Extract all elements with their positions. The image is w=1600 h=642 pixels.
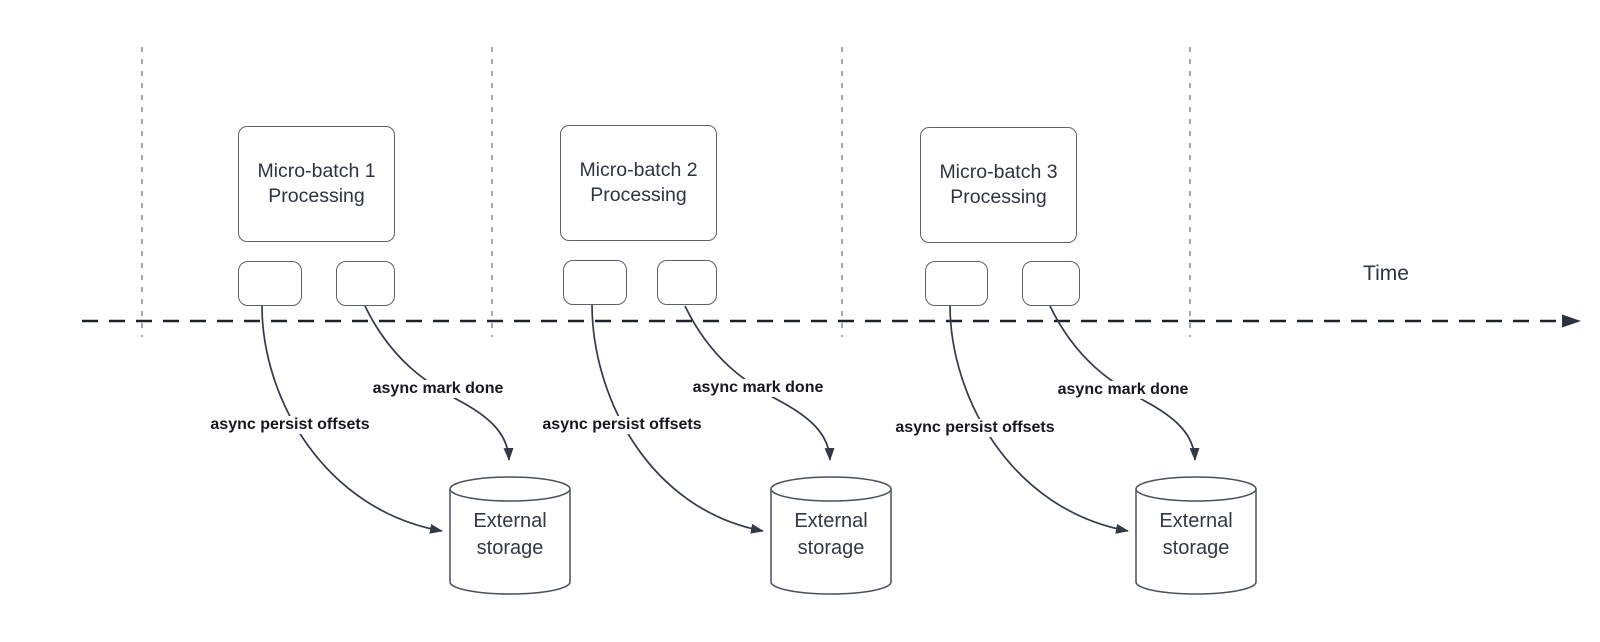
- external-storage-label-2-line1: External: [794, 510, 868, 532]
- micro-batch-2-title-line2: Processing: [590, 184, 687, 206]
- time-axis-label: Time: [1363, 262, 1409, 285]
- persist-offsets-label-1: async persist offsets: [207, 416, 373, 434]
- external-storage-label-1: External storage: [450, 508, 570, 562]
- micro-batch-2-title-line1: Micro-batch 2: [579, 159, 698, 181]
- persist-offsets-arrow-3: [949, 304, 1129, 534]
- persist-offsets-label-3: async persist offsets: [892, 419, 1058, 437]
- done-task-box-3: [1022, 261, 1080, 306]
- mark-done-arrow-3: [1049, 305, 1200, 461]
- offset-task-box-1: [238, 261, 302, 306]
- micro-batch-3-box: Micro-batch 3 Processing: [920, 127, 1077, 243]
- persist-offsets-arrow-2: [591, 303, 764, 534]
- external-storage-label-2: External storage: [771, 508, 891, 562]
- micro-batch-1-title-line1: Micro-batch 1: [257, 160, 376, 182]
- external-storage-cylinder-3: [1135, 476, 1257, 595]
- persist-offsets-label-2: async persist offsets: [539, 416, 705, 434]
- micro-batch-3-title-line2: Processing: [950, 186, 1047, 208]
- time-axis-arrowhead-icon: [1562, 314, 1581, 328]
- external-storage-label-1-line2: storage: [476, 537, 544, 559]
- mark-done-label-2: async mark done: [689, 379, 827, 397]
- external-storage-label-3: External storage: [1136, 508, 1256, 562]
- mark-done-arrow-1: [364, 305, 514, 461]
- micro-batch-2-box: Micro-batch 2 Processing: [560, 125, 717, 241]
- offset-task-box-2: [563, 260, 627, 305]
- persist-offsets-arrow-1: [261, 305, 443, 534]
- external-storage-cylinder-2: [770, 476, 892, 595]
- micro-batch-3-title-line1: Micro-batch 3: [939, 161, 1058, 183]
- micro-batch-1-title-line2: Processing: [268, 185, 365, 207]
- external-storage-cylinder-1: [449, 476, 571, 595]
- external-storage-label-1-line1: External: [473, 510, 547, 532]
- micro-batch-1-box: Micro-batch 1 Processing: [238, 126, 395, 242]
- external-storage-label-3-line1: External: [1159, 510, 1233, 532]
- mark-done-arrow-2: [684, 305, 835, 461]
- done-task-box-1: [336, 261, 395, 306]
- mark-done-label-3: async mark done: [1054, 381, 1192, 399]
- external-storage-label-2-line2: storage: [797, 537, 865, 559]
- mark-done-label-1: async mark done: [369, 380, 507, 398]
- external-storage-label-3-line2: storage: [1162, 537, 1230, 559]
- done-task-box-2: [657, 260, 717, 305]
- offset-task-box-3: [925, 261, 988, 306]
